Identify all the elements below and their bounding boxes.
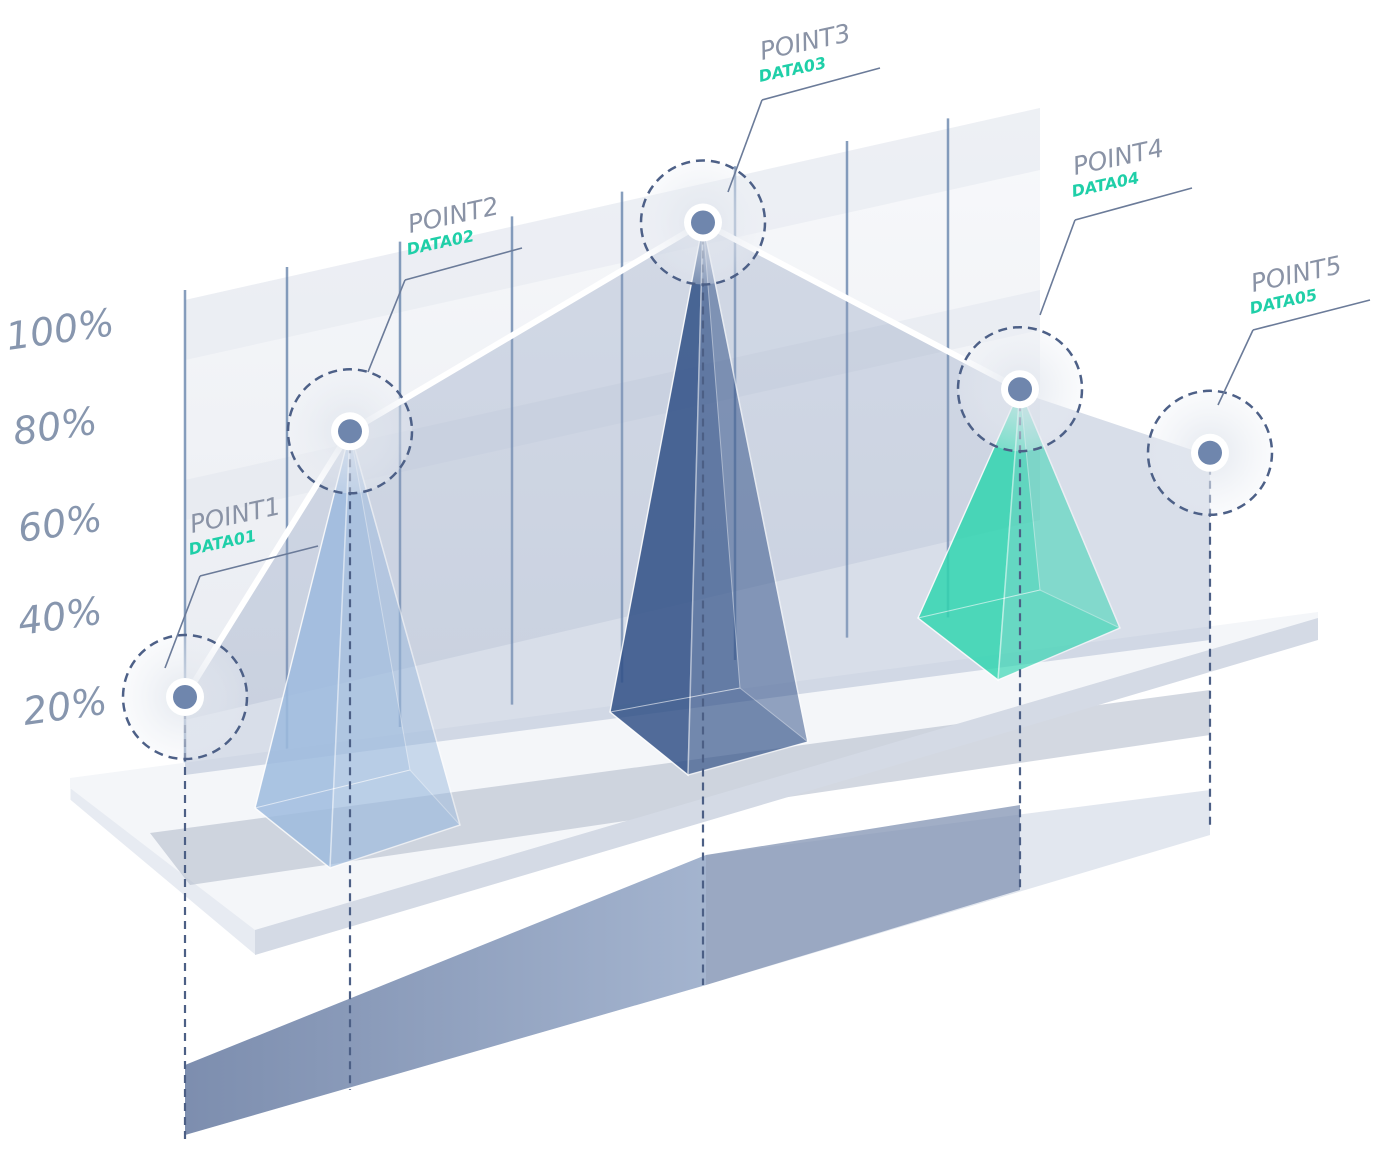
marker-dot <box>338 419 362 444</box>
marker-dashed-ring <box>1146 389 1274 517</box>
callout-leader <box>367 279 406 373</box>
marker-dashed-ring <box>121 633 249 761</box>
marker-dot <box>173 685 197 709</box>
callout-underline <box>199 545 319 577</box>
callout-leader <box>727 99 763 193</box>
callout-leader <box>164 575 201 669</box>
y-axis-ticks: 20% 40% 60% 80% 100% <box>3 300 117 734</box>
marker-dashed-ring <box>286 368 414 495</box>
callout-leader <box>1217 329 1254 406</box>
callout-underline <box>1074 187 1193 221</box>
y-tick-label: 40% <box>15 589 105 644</box>
marker-dot <box>1008 377 1032 402</box>
marker-dot <box>1198 440 1222 465</box>
callout-underline <box>761 67 881 101</box>
callout-leader <box>1039 219 1076 316</box>
y-tick-label: 20% <box>20 679 110 734</box>
pyramid-point3 <box>608 222 810 777</box>
callout-underline <box>1252 299 1371 331</box>
y-tick-label: 80% <box>10 399 100 454</box>
pyramid-columns <box>253 222 1122 870</box>
marker-dashed-ring <box>639 159 767 286</box>
pyramid-point2 <box>253 431 461 870</box>
callout-underline <box>404 247 523 281</box>
marker-dashed-ring <box>956 325 1084 453</box>
y-tick-label: 100% <box>3 300 117 359</box>
y-tick-label: 60% <box>15 496 105 551</box>
marker-dot <box>691 210 715 235</box>
reflection-bands <box>185 790 1210 1135</box>
